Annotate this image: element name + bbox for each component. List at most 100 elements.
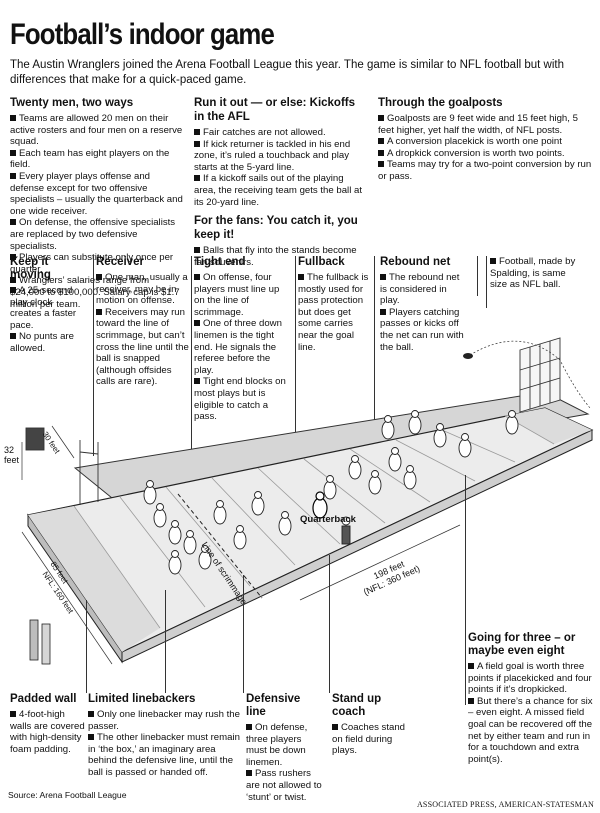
section-heading: For the fans: You catch it, you keep it! — [194, 215, 358, 242]
section-heading: Run it out — or else: Kickoffs in the AF… — [194, 97, 356, 123]
credit-line: ASSOCIATED PRESS, AMERICAN-STATESMAN — [416, 800, 594, 809]
bullet-square-icon — [380, 274, 386, 280]
bullet-square-icon — [468, 697, 474, 704]
bullet-square-icon — [378, 138, 384, 145]
callout-stand-up-coach: Stand up coach Coaches stand on field du… — [332, 693, 410, 757]
bullet-square-icon — [10, 219, 16, 226]
callout-heading: Keep it moving — [10, 256, 51, 281]
leader-line — [243, 575, 244, 693]
front-wall — [121, 429, 593, 663]
bullet: Wranglers’ salaries range from $24,000 t… — [10, 275, 180, 310]
bullet: A 25-second play clock creates a faster … — [10, 285, 77, 331]
bullet-square-icon — [378, 149, 384, 156]
bullet-square-icon — [10, 287, 16, 293]
bullet: A dropkick conversion is worth two point… — [378, 148, 593, 160]
end-zone-left — [28, 506, 160, 652]
bullet: Receivers may run toward the line of scr… — [96, 306, 189, 388]
bullet: Each team has eight players on the field… — [10, 147, 170, 171]
bullet-square-icon — [380, 308, 386, 315]
bullet-square-icon — [194, 175, 200, 182]
section-heading: Twenty men, two ways — [10, 97, 134, 109]
bullet-square-icon — [10, 711, 16, 717]
field-illustration — [21, 337, 594, 665]
leader-line — [165, 590, 166, 693]
bullet-square-icon — [468, 663, 474, 669]
bullet: Balls that fly into the stands become fa… — [194, 245, 357, 268]
bullet-square-icon — [246, 770, 252, 777]
callout-padded-wall: Padded wall 4-foot-high walls are covere… — [10, 693, 86, 755]
callout-fullback: Fullback The fullback is mostly used for… — [298, 256, 370, 353]
quarterback-label: Quarterback — [300, 514, 356, 525]
bullet-square-icon — [194, 129, 200, 135]
bullet: 4-foot-high walls are covered with high-… — [10, 709, 85, 755]
bullet-square-icon — [10, 333, 16, 340]
intro-text: The Austin Wranglers joined the Arena Fo… — [10, 59, 565, 86]
bullet-square-icon — [246, 724, 252, 730]
bullet: Football, made by Spalding, is same size… — [490, 256, 576, 291]
bullet-square-icon — [96, 308, 102, 315]
leader-line — [465, 475, 466, 705]
bullet-square-icon — [194, 320, 200, 327]
ball-flight-arc — [469, 340, 591, 409]
bullet-square-icon — [10, 277, 16, 284]
scoreboard-icon — [25, 427, 45, 451]
end-zone-right — [505, 408, 592, 444]
bullet: The fullback is mostly used for pass pro… — [298, 272, 369, 353]
football-icon — [463, 353, 473, 359]
callout-heading: Tight end — [194, 256, 246, 268]
callout-keep-moving: Keep it moving A 25-second play clock cr… — [10, 256, 80, 355]
leader-line — [86, 600, 87, 693]
bullet-square-icon — [10, 115, 16, 121]
callout-defensive-line: Defensive line On defense, three players… — [246, 693, 322, 803]
leader-line — [191, 256, 192, 486]
bullet: Tight end blocks on most plays but is el… — [194, 376, 286, 423]
bullet: Fair catches are not allowed. — [194, 127, 366, 139]
yard-lines — [73, 415, 555, 629]
bullet-square-icon — [378, 115, 384, 121]
bullet-square-icon — [378, 161, 384, 168]
bullet: One man, usually a receiver, may be in m… — [96, 272, 188, 307]
callout-rebound-net: Rebound net The rebound net is considere… — [380, 256, 466, 353]
bullet-square-icon — [96, 274, 102, 280]
section-goalposts: Through the goalposts Goalposts are 9 fe… — [378, 96, 593, 183]
bullet: Teams are allowed 20 men on their active… — [10, 113, 183, 148]
bullet-square-icon — [194, 378, 200, 385]
bullet-square-icon — [10, 254, 16, 261]
bullet: But there’s a chance for six – even eigh… — [468, 695, 593, 765]
callout-ball: Football, made by Spalding, is same size… — [490, 256, 584, 291]
section-heading: Through the goalposts — [378, 97, 503, 109]
dimension-lines — [21, 425, 461, 665]
callout-tight-end: Tight end On offense, four players must … — [194, 256, 286, 423]
bullet: No punts are allowed. — [10, 331, 74, 354]
bullet-square-icon — [298, 274, 304, 280]
callout-heading: Limited linebackers — [88, 693, 196, 705]
bullet-square-icon — [194, 140, 200, 147]
callout-heading: Fullback — [298, 256, 345, 268]
source-note: Source: Arena Football League — [8, 790, 127, 800]
height-label: 32 feet — [4, 445, 20, 465]
bullet: Only one linebacker may rush the passer. — [88, 709, 240, 732]
bullet: A conversion placekick is worth one poin… — [378, 136, 593, 148]
bullet: One of three down linemen is the tight e… — [194, 318, 282, 376]
bullet: On defense, the offensive specialists ar… — [10, 217, 176, 252]
callout-receiver: Receiver One man, usually a receiver, ma… — [96, 256, 190, 388]
bullet: The other linebacker must remain in ‘the… — [88, 732, 240, 778]
callout-heading: Receiver — [96, 256, 144, 268]
bullet-square-icon — [490, 258, 496, 264]
page-title: Football’s indoor game — [10, 18, 275, 51]
right-goal-net — [519, 337, 561, 413]
quarterback-figure — [312, 491, 328, 519]
bullet-square-icon — [10, 149, 16, 156]
callout-limited-linebackers: Limited linebackers Only one linebacker … — [88, 693, 240, 779]
callout-heading: Defensive line — [246, 693, 301, 718]
callout-heading: Going for three – or maybe even eight — [468, 632, 576, 657]
padded-wall-sample — [29, 619, 51, 665]
bullet-square-icon — [194, 247, 200, 254]
callout-heading: Stand up coach — [332, 693, 382, 718]
bullet: On offense, four players must line up on… — [194, 272, 280, 318]
bullet: Players can substitute only once per qua… — [10, 252, 174, 275]
leader-line — [93, 256, 94, 456]
bullet-square-icon — [88, 711, 94, 717]
bullet: Teams may try for a two-point conversion… — [378, 159, 592, 182]
bullet: Coaches stand on field during plays. — [332, 722, 405, 757]
